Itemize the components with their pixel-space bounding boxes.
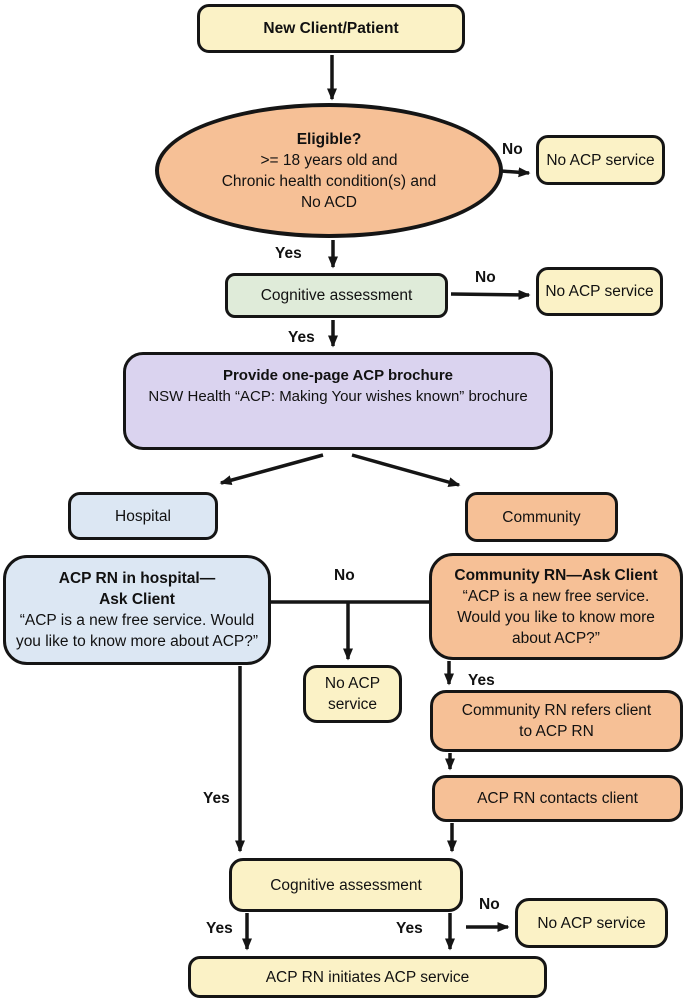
node-community-ask-title: Community RN—Ask Client: [454, 566, 658, 584]
node-hospital: Hospital: [68, 492, 218, 540]
edge-label-yes-hospital-ask: Yes: [203, 790, 230, 807]
node-community: Community: [465, 492, 618, 542]
node-acp-rn-contacts: ACP RN contacts client: [432, 775, 683, 822]
node-provide-brochure-detail: NSW Health “ACP: Making Your wishes know…: [148, 388, 528, 405]
node-eligible-criteria: >= 18 years old and Chronic health condi…: [221, 151, 437, 211]
node-acp-rn-initiates-label: ACP RN initiates ACP service: [265, 968, 470, 986]
node-community-rn-refers: Community RN refers client to ACP RN: [430, 690, 683, 752]
node-hospital-ask-client: ACP RN in hospital— Ask Client “ACP is a…: [3, 555, 271, 665]
node-no-acp-service-3-label: No ACP service: [324, 675, 381, 713]
node-acp-rn-contacts-label: ACP RN contacts client: [477, 790, 638, 807]
edge-label-yes-cognitive-top: Yes: [288, 329, 315, 346]
node-cognitive-assessment-2: Cognitive assessment: [229, 858, 463, 912]
node-eligible-decision: Eligible? >= 18 years old and Chronic he…: [155, 103, 503, 238]
connector-eligible-noacp: [500, 167, 531, 178]
node-community-ask-client: Community RN—Ask Client “ACP is a new fr…: [429, 553, 683, 660]
node-cognitive-assessment-2-label: Cognitive assessment: [270, 876, 422, 894]
connector-brochure-hospital: [219, 453, 324, 486]
node-provide-brochure-title: Provide one-page ACP brochure: [222, 367, 454, 384]
connector-cognitive-noacp: [450, 289, 531, 300]
edge-label-yes-eligible: Yes: [275, 245, 302, 262]
edge-label-yes-community-ask: Yes: [468, 672, 495, 689]
node-hospital-label: Hospital: [115, 507, 171, 525]
node-cognitive-assessment-1-label: Cognitive assessment: [260, 287, 413, 304]
node-community-label: Community: [502, 508, 581, 526]
node-new-client: New Client/Patient: [197, 4, 465, 53]
node-acp-rn-initiates: ACP RN initiates ACP service: [188, 956, 547, 998]
node-new-client-label: New Client/Patient: [263, 20, 399, 37]
node-no-acp-service-3: No ACP service: [303, 665, 402, 723]
node-cognitive-assessment-1: Cognitive assessment: [225, 273, 448, 318]
node-community-rn-refers-label: Community RN refers client to ACP RN: [461, 702, 652, 740]
node-hospital-ask-title: ACP RN in hospital— Ask Client: [58, 570, 216, 608]
edge-label-no-ask-client: No: [334, 567, 355, 584]
node-no-acp-service-1-label: No ACP service: [546, 151, 655, 169]
connector-brochure-community: [351, 453, 461, 487]
edge-label-yes-bottom-left: Yes: [206, 920, 233, 937]
edge-label-no-eligible: No: [502, 141, 523, 158]
node-no-acp-service-2-label: No ACP service: [545, 283, 654, 300]
node-no-acp-service-4-label: No ACP service: [537, 914, 646, 932]
node-no-acp-service-4: No ACP service: [515, 898, 668, 948]
edge-label-no-cognitive-top: No: [475, 269, 496, 286]
node-no-acp-service-2: No ACP service: [536, 267, 663, 316]
node-hospital-ask-quote: “ACP is a new free service. Would you li…: [15, 612, 259, 650]
node-eligible-title: Eligible?: [296, 130, 362, 148]
node-no-acp-service-1: No ACP service: [536, 135, 665, 185]
node-community-ask-quote: “ACP is a new free service. Would you li…: [457, 587, 655, 647]
edge-label-no-bottom: No: [479, 896, 500, 913]
edge-label-yes-bottom-mid: Yes: [396, 920, 423, 937]
node-provide-brochure: Provide one-page ACP brochure NSW Health…: [123, 352, 553, 450]
